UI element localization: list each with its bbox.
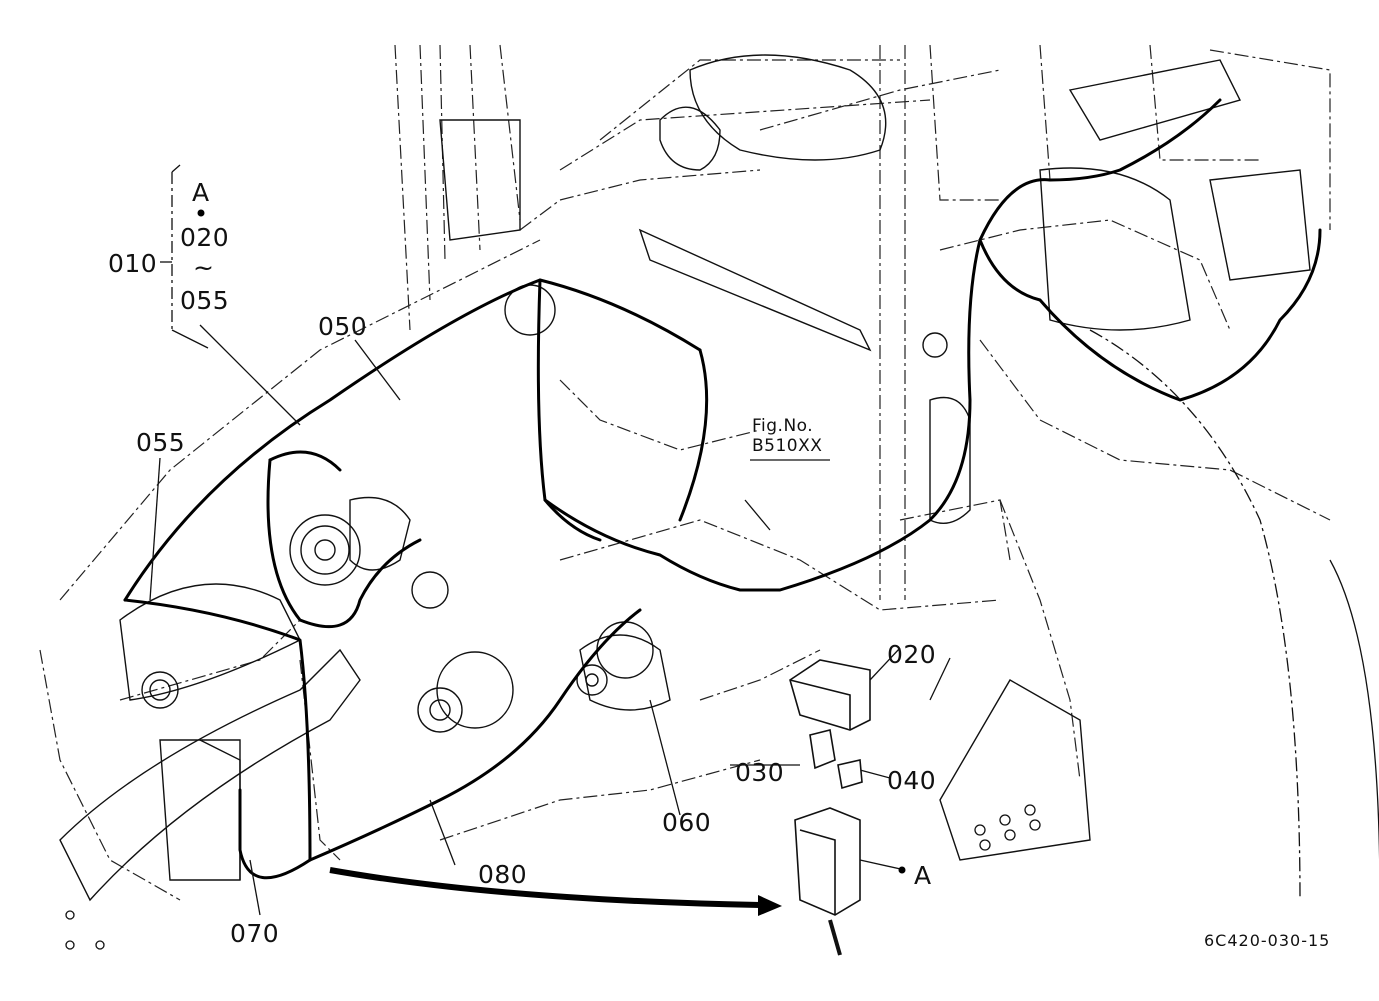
callout-080: 080 xyxy=(478,860,528,889)
callout-030: 030 xyxy=(735,758,785,787)
callout-040: 040 xyxy=(887,766,937,795)
figure-reference: Fig.No. B510XX xyxy=(752,416,822,457)
group-item-055: 055 xyxy=(180,286,230,315)
callout-070: 070 xyxy=(230,919,280,948)
callout-a: A xyxy=(914,861,932,890)
components-outline xyxy=(59,54,1311,902)
callout-055: 055 xyxy=(136,428,186,457)
callout-dot-a xyxy=(898,866,906,874)
figure-ref-line1: Fig.No. xyxy=(752,416,814,436)
callout-050: 050 xyxy=(318,312,368,341)
group-label-010: 010 xyxy=(108,249,158,278)
connector-detail xyxy=(789,659,871,956)
drawing-number: 6C420-030-15 xyxy=(1204,931,1331,950)
group-item-a: A xyxy=(192,178,210,207)
callout-060: 060 xyxy=(662,808,712,837)
fender-step xyxy=(65,329,1379,950)
figure-ref-line2: B510XX xyxy=(752,436,823,457)
detail-arrow xyxy=(329,867,761,908)
wiring-harness xyxy=(123,98,1322,880)
arrowhead xyxy=(758,895,782,916)
group-dot xyxy=(197,209,205,217)
group-item-tilde: ~ xyxy=(193,253,215,282)
callout-020: 020 xyxy=(887,640,937,669)
group-item-020: 020 xyxy=(180,223,230,252)
leader-lines xyxy=(149,164,951,916)
